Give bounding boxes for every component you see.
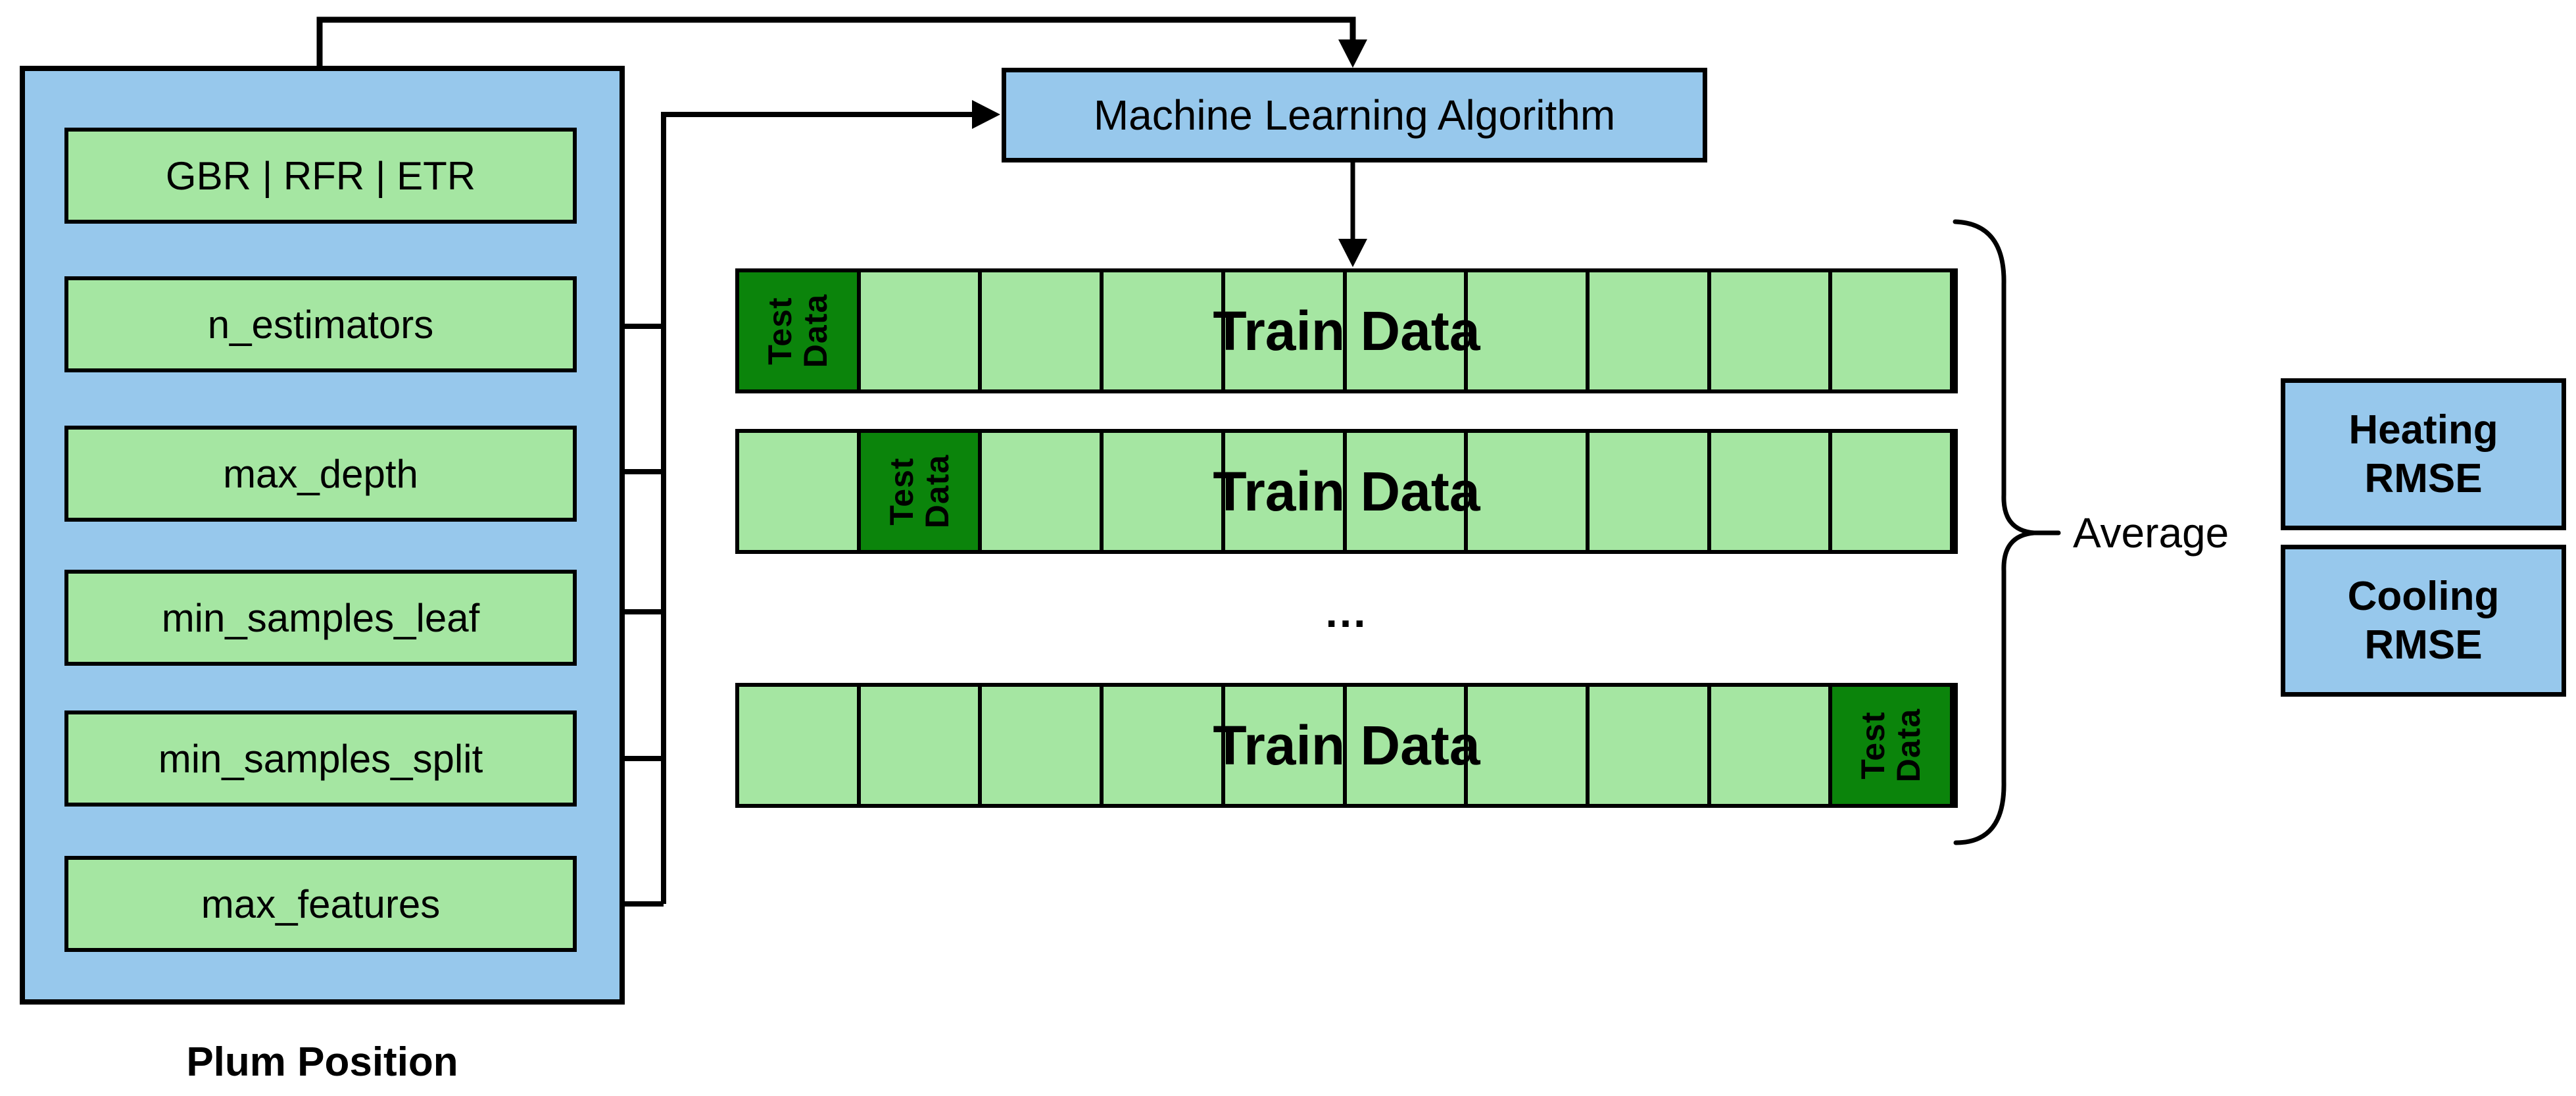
param-n-estimators: n_estimators: [64, 276, 577, 372]
train-data-cell: [1225, 687, 1347, 804]
train-data-cell: [739, 433, 861, 550]
train-data-cell: [1832, 433, 1955, 550]
train-data-cell: [1225, 272, 1347, 389]
heating-rmse-box: Heating RMSE: [2281, 378, 2566, 530]
train-data-cell: [1589, 272, 1711, 389]
test-data-cell: Test Data: [1832, 687, 1955, 804]
train-data-cell: [982, 687, 1104, 804]
cooling-rmse-box: Cooling RMSE: [2281, 545, 2566, 697]
average-label: Average: [2073, 509, 2229, 557]
test-data-cell: Test Data: [860, 433, 983, 550]
model-to-ml-arrowhead: [1338, 39, 1367, 68]
train-data-cell: [1346, 272, 1469, 389]
param-max-features: max_features: [64, 856, 577, 952]
train-data-cell: [1832, 272, 1955, 389]
train-data-cell: [982, 433, 1104, 550]
train-data-cell: [860, 687, 983, 804]
test-data-label: Test Data: [883, 454, 956, 529]
train-data-cell: [1589, 687, 1711, 804]
train-data-cell: [739, 687, 861, 804]
fold-rows-ellipsis: ...: [1325, 587, 1368, 636]
ml-to-folds-arrowhead: [1338, 239, 1367, 267]
train-data-cell: [1346, 687, 1469, 804]
hyperparameter-panel: GBR | RFR | ETR n_estimators max_depth m…: [20, 66, 625, 1005]
train-data-cell: [1104, 433, 1225, 550]
train-data-cell: [1711, 433, 1833, 550]
test-data-cell: Test Data: [739, 272, 861, 389]
bus-to-ml-arrowhead: [972, 100, 1000, 129]
train-data-cell: [1589, 433, 1711, 550]
train-data-cell: [1104, 687, 1225, 804]
train-data-cell: [1468, 272, 1590, 389]
param-min-samples-split: min_samples_split: [64, 710, 577, 807]
train-data-cell: [1468, 687, 1590, 804]
train-data-cell: [1468, 433, 1590, 550]
train-data-cell: [1225, 433, 1347, 550]
train-data-cell: [860, 272, 983, 389]
train-data-cell: [982, 272, 1104, 389]
train-data-cell: [1711, 687, 1833, 804]
brace: [1953, 219, 2035, 845]
train-data-cell: [1711, 272, 1833, 389]
train-data-cell: [1346, 433, 1469, 550]
panel-caption: Plum Position: [186, 1039, 458, 1085]
model-selector-box: GBR | RFR | ETR: [64, 128, 577, 224]
test-data-label: Test Data: [762, 293, 835, 368]
test-data-label: Test Data: [1855, 708, 1928, 783]
ml-algorithm-box: Machine Learning Algorithm: [1002, 68, 1707, 162]
train-data-cell: [1104, 272, 1225, 389]
param-max-depth: max_depth: [64, 426, 577, 522]
param-min-samples-leaf: min_samples_leaf: [64, 570, 577, 666]
